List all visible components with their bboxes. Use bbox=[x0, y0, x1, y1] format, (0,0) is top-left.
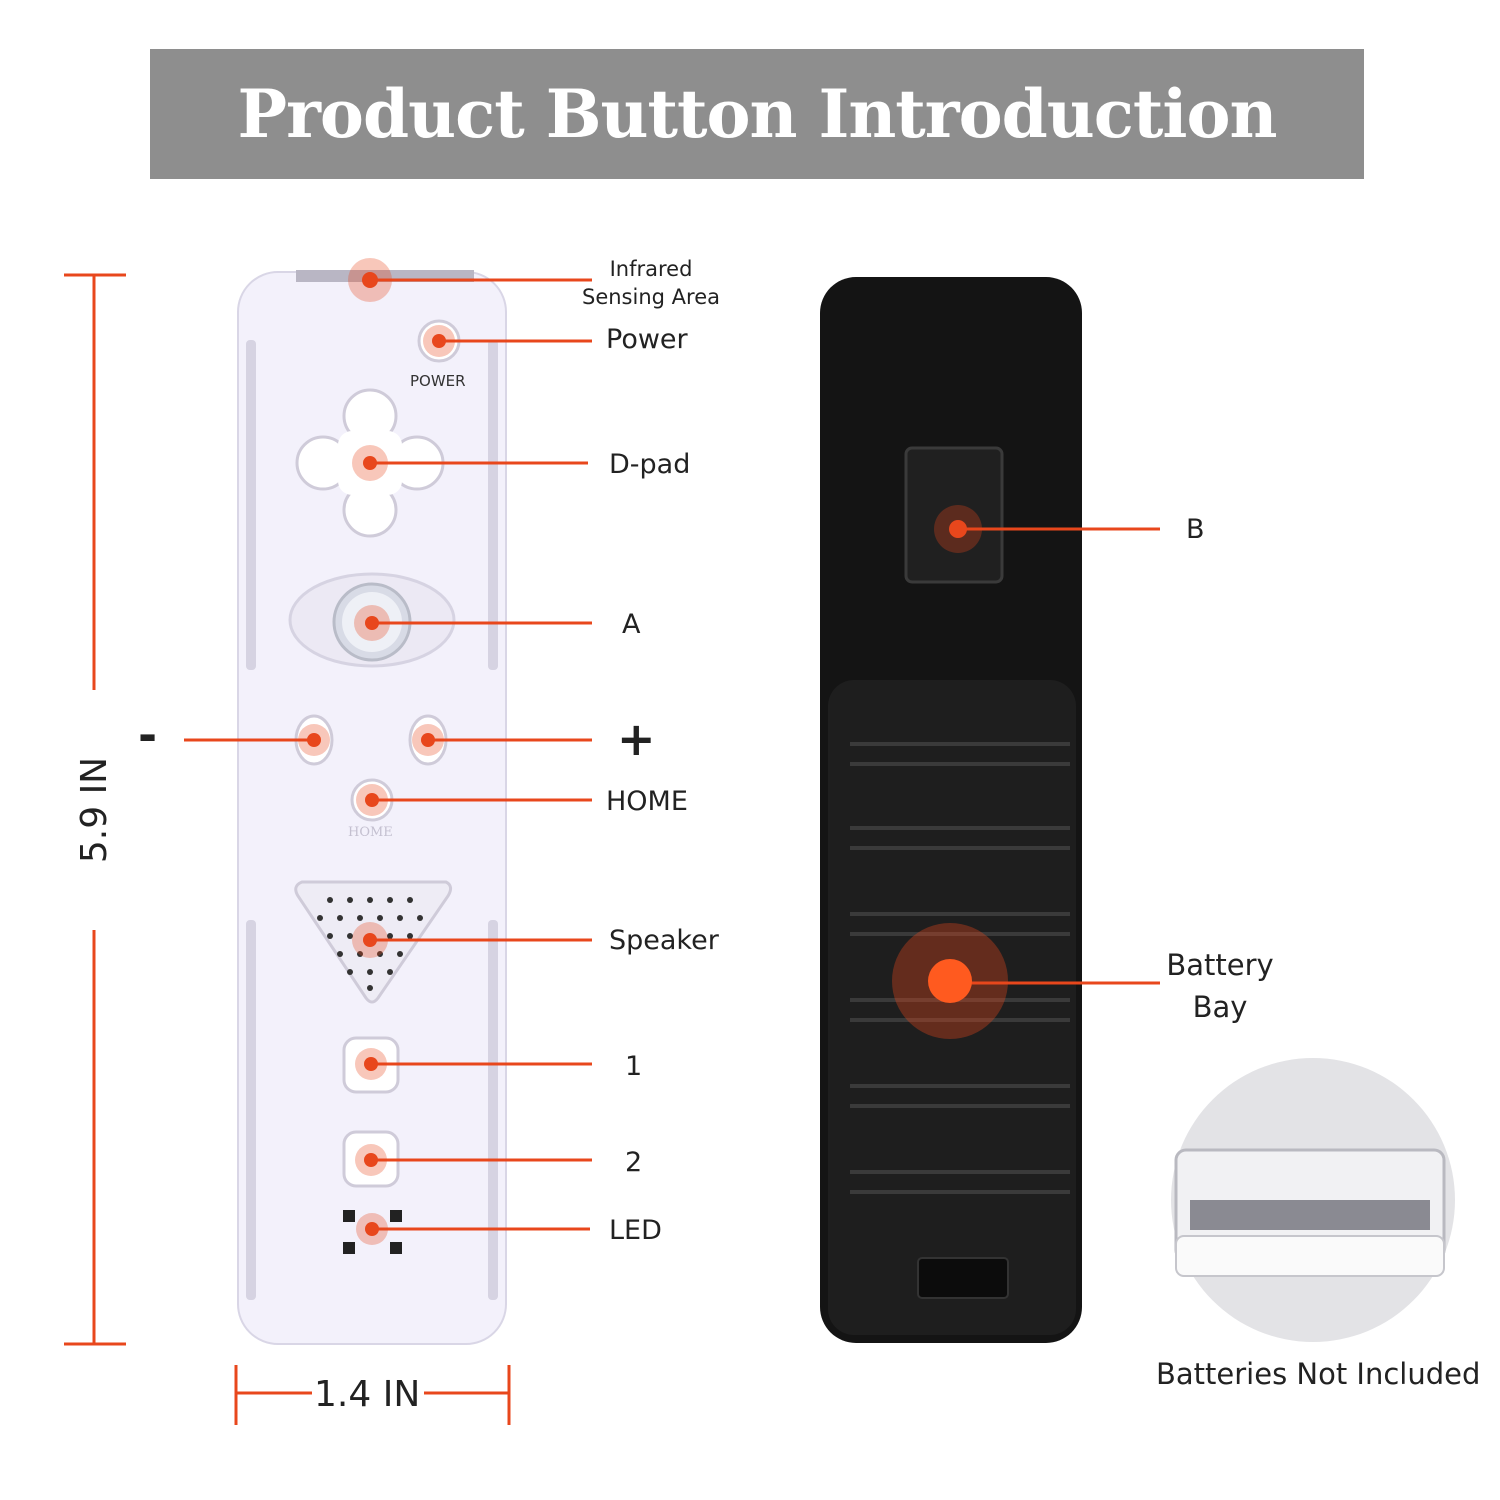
width-dimension-label: 1.4 IN bbox=[314, 1374, 421, 1415]
callouts bbox=[184, 278, 1160, 1231]
white-remote bbox=[237, 270, 507, 1345]
label-infrared: Infrared Sensing Area bbox=[578, 255, 724, 311]
dpad-shape bbox=[295, 388, 445, 538]
label-dpad: D-pad bbox=[609, 449, 691, 480]
label-minus: - bbox=[138, 708, 158, 762]
black-remote bbox=[820, 277, 1082, 1343]
led-squares bbox=[343, 1210, 402, 1254]
label-one: 1 bbox=[625, 1051, 643, 1082]
callout-dots bbox=[298, 258, 1008, 1245]
label-speaker: Speaker bbox=[609, 925, 719, 956]
label-battery-bay: Battery Bay bbox=[1156, 944, 1284, 1028]
home-engraving: HOME bbox=[348, 825, 393, 840]
banner-title: Product Button Introduction bbox=[237, 75, 1278, 153]
title-banner: Product Button Introduction bbox=[150, 49, 1364, 179]
label-led: LED bbox=[609, 1215, 662, 1246]
label-home: HOME bbox=[606, 786, 688, 817]
grip-dots bbox=[246, 340, 498, 1300]
label-battery-line2: Bay bbox=[1192, 990, 1248, 1024]
label-plus: + bbox=[617, 712, 656, 766]
label-infrared-line2: Sensing Area bbox=[582, 285, 720, 309]
label-power: Power bbox=[606, 324, 688, 355]
battery-inset bbox=[1171, 1058, 1455, 1342]
label-b: B bbox=[1186, 514, 1205, 545]
height-dimension bbox=[64, 273, 126, 1346]
label-infrared-line1: Infrared bbox=[609, 257, 693, 281]
label-a: A bbox=[622, 609, 641, 640]
width-dimension bbox=[234, 1365, 511, 1425]
label-two: 2 bbox=[625, 1147, 643, 1178]
label-battery-line1: Battery bbox=[1166, 948, 1274, 982]
label-batteries-note: Batteries Not Included bbox=[1156, 1357, 1481, 1391]
height-dimension-label: 5.9 IN bbox=[74, 756, 115, 864]
speaker-holes bbox=[317, 897, 423, 991]
power-engraving: POWER bbox=[410, 372, 466, 390]
